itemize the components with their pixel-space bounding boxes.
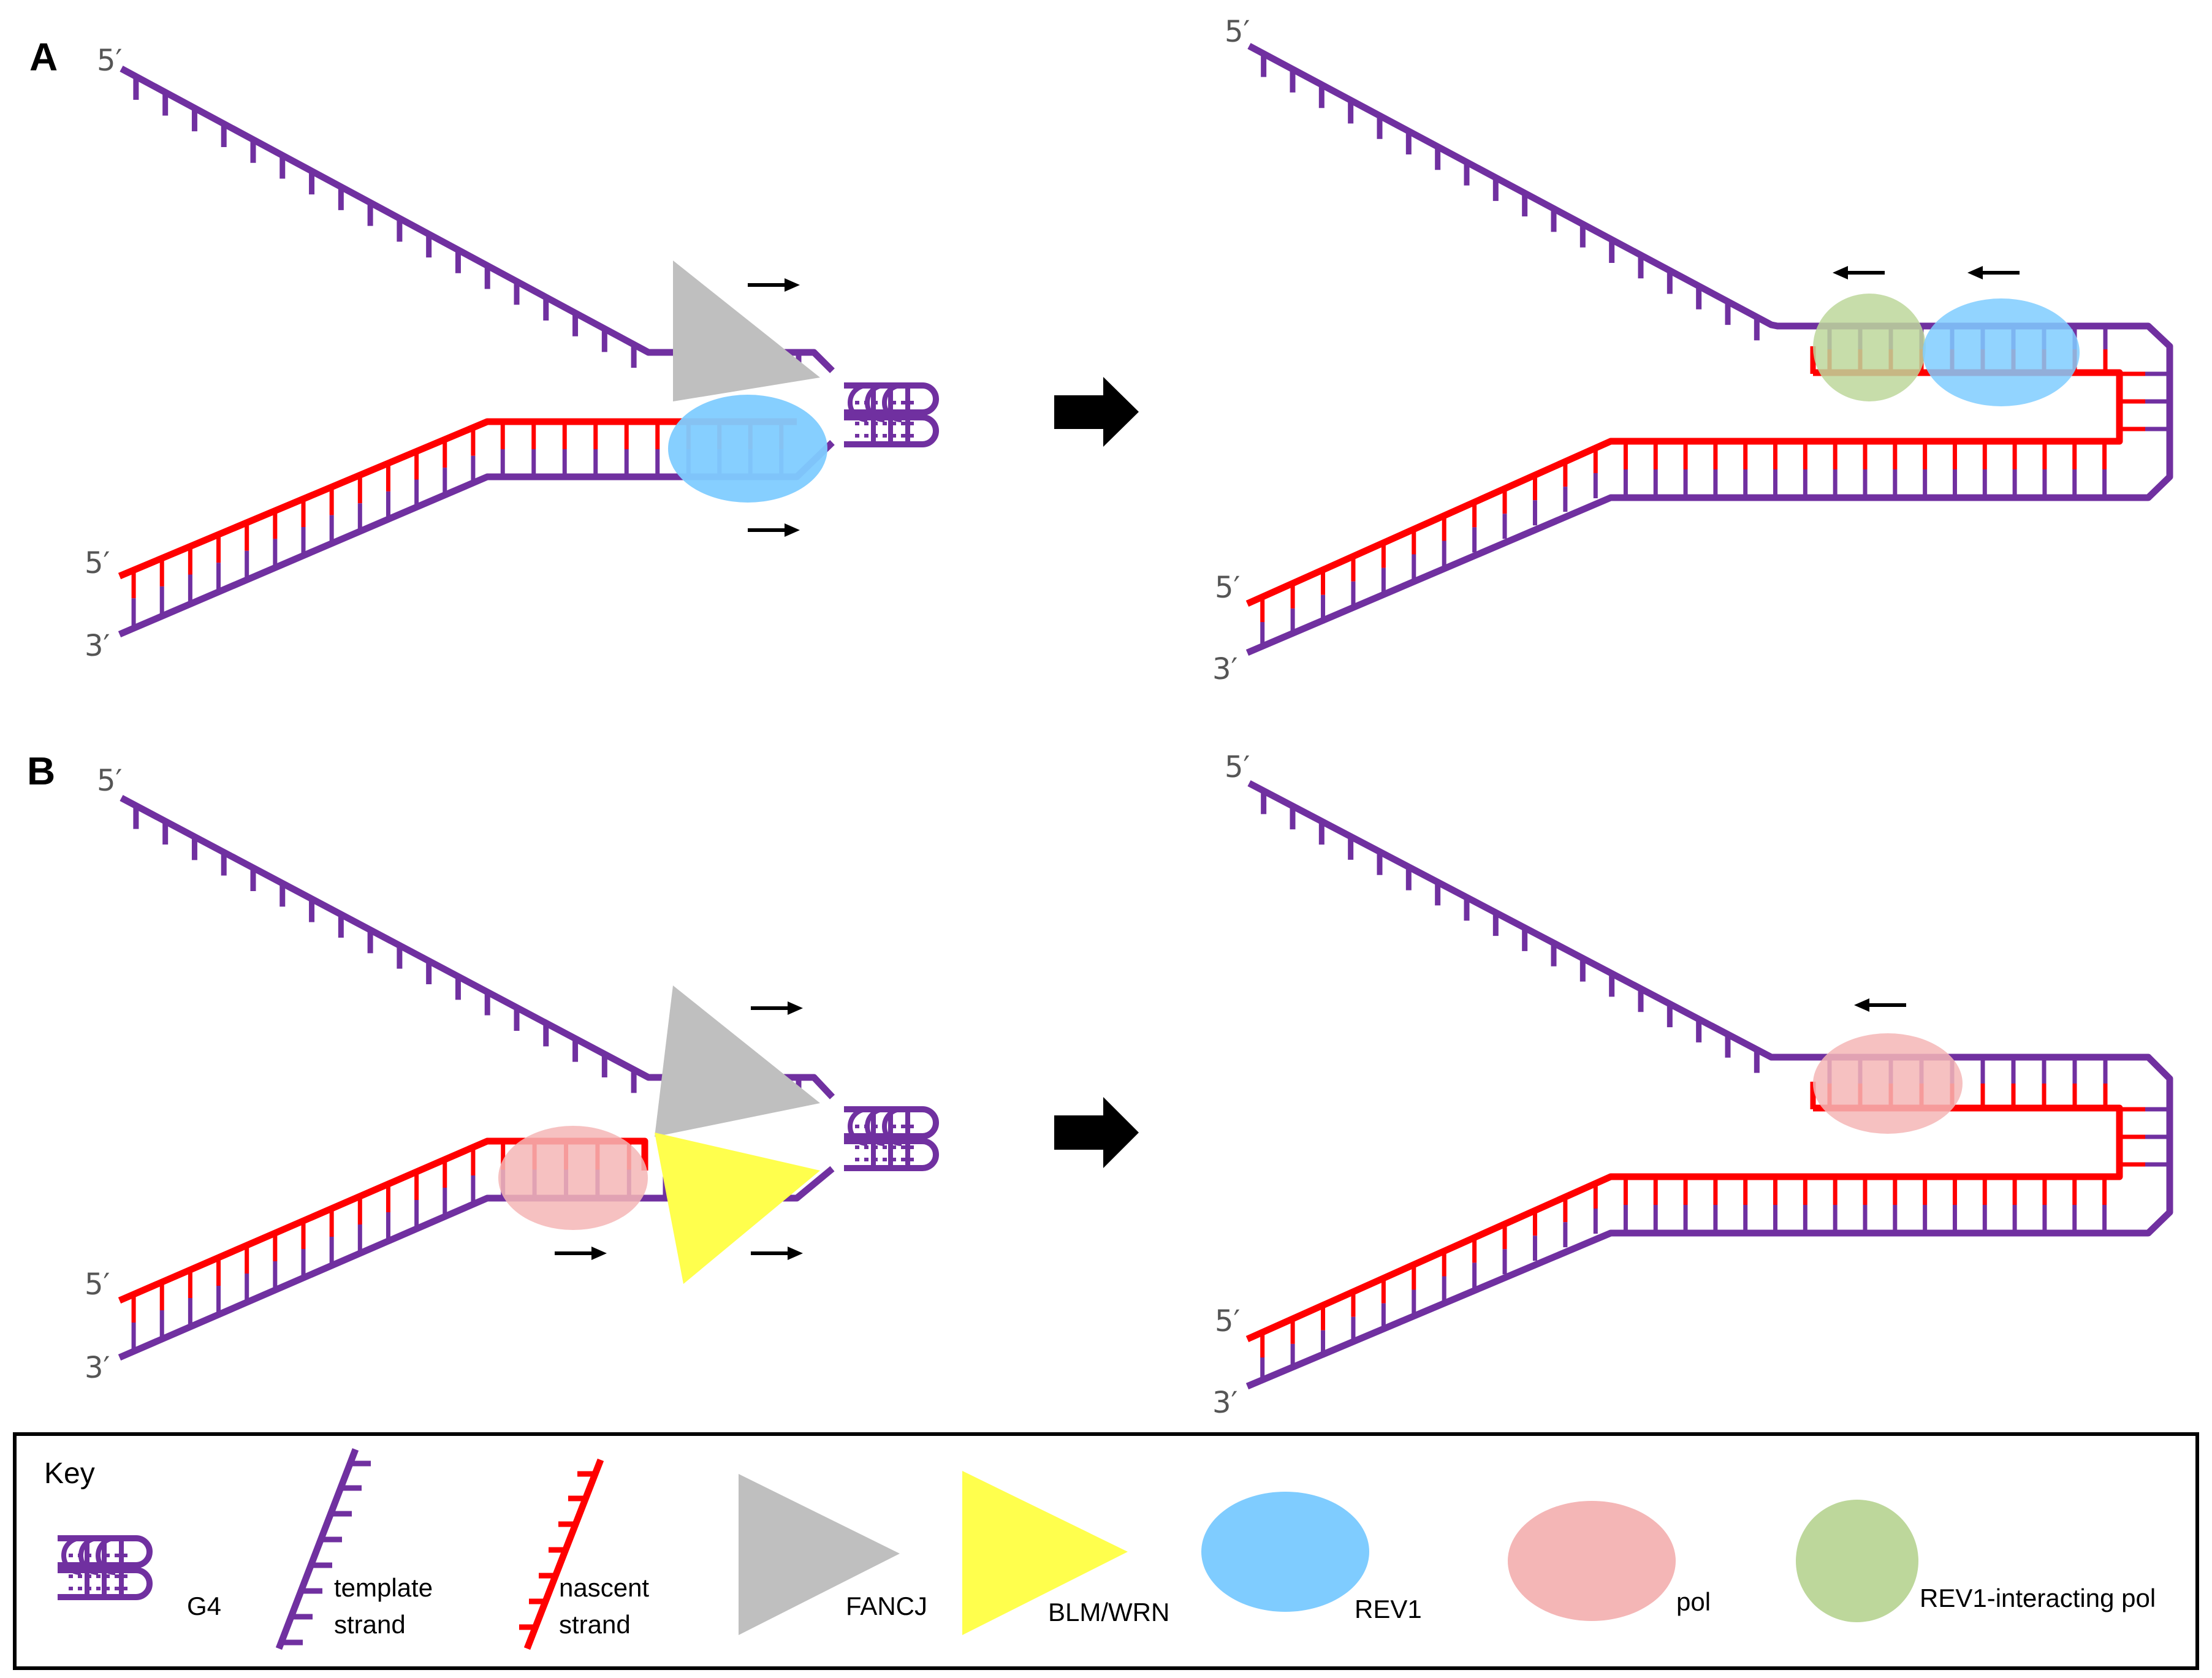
rev1-interacting-pol [1813, 294, 1926, 401]
key-label-template-2: strand [334, 1610, 406, 1639]
direction-arrow-left-2 [1967, 266, 2020, 279]
top-strand-5prime-label: 5′ [97, 44, 122, 78]
nascent-strand-reversed [1245, 369, 2123, 607]
key-template-strand-symbol [275, 1448, 371, 1650]
key-label-nascent-1: nascent [559, 1573, 649, 1602]
key-label-blm-wrn: BLM/WRN [1048, 1598, 1169, 1627]
fancj-helicase [655, 985, 820, 1137]
nascent-5prime-label: 5′ [1215, 571, 1240, 605]
base-pairs [1260, 326, 2170, 647]
key-box: Key G4 template strand nascent st [13, 1432, 2199, 1670]
g4-structure [844, 1109, 936, 1168]
key-pol-symbol [1508, 1501, 1676, 1621]
direction-arrow-top [751, 1001, 803, 1015]
template-3prime-label: 3′ [85, 629, 110, 663]
panel-b-left: B 5′ 5′ 3′ [27, 749, 936, 1385]
panel-a-right: 5′ 5′ 3′ [1212, 15, 2173, 686]
rev1-protein [668, 395, 827, 503]
top-template-bases [133, 76, 637, 368]
blm-wrn-helicase [655, 1133, 820, 1284]
nascent-strand-reversed [1245, 1104, 2123, 1343]
direction-arrow-bottom [748, 523, 800, 537]
fancj-helicase [673, 260, 820, 401]
template-3prime-label: 3′ [1212, 652, 1237, 686]
top-template-bases [1261, 791, 1760, 1073]
template-3prime-label: 3′ [85, 1351, 110, 1385]
direction-arrow-top [748, 278, 800, 292]
nascent-5prime-label: 5′ [85, 1267, 110, 1302]
panel-letter-a: A [29, 35, 58, 79]
key-label-nascent-2: strand [559, 1610, 631, 1639]
direction-arrow-bottom [751, 1247, 803, 1260]
top-template-bases [133, 805, 637, 1093]
transition-arrow-b [1054, 1097, 1139, 1168]
direction-arrow-left-1 [1833, 266, 1885, 279]
nascent-5prime-label: 5′ [85, 546, 110, 580]
direction-arrow-pol [555, 1247, 607, 1260]
pol-protein [498, 1126, 648, 1230]
panel-b-right: 5′ 5′ 3′ [1212, 750, 2173, 1420]
nascent-5prime-label: 5′ [1215, 1304, 1240, 1338]
top-strand-5prime-label: 5′ [1225, 15, 1250, 49]
panel-a-left: A 5′ 5′ 3′ [29, 35, 936, 663]
template-strand-reversed [1245, 43, 2173, 656]
key-label-template-1: template [334, 1573, 433, 1602]
key-title: Key [44, 1457, 95, 1490]
top-template-bases [1261, 53, 1760, 341]
key-rev1-interacting-pol-symbol [1796, 1500, 1918, 1622]
top-strand-5prime-label: 5′ [1225, 750, 1250, 784]
g4-structure [844, 385, 936, 444]
key-nascent-strand-symbol [519, 1459, 604, 1650]
key-label-pol: pol [1676, 1587, 1711, 1616]
panel-letter-b: B [27, 749, 55, 793]
key-rev1-symbol [1201, 1492, 1369, 1612]
template-3prime-label: 3′ [1212, 1386, 1237, 1420]
key-label-rev1: REV1 [1355, 1595, 1422, 1623]
top-strand-5prime-label: 5′ [97, 764, 122, 798]
key-label-fancj: FANCJ [846, 1592, 927, 1620]
direction-arrow-left [1854, 998, 1906, 1012]
pol-protein [1813, 1033, 1963, 1134]
key-fancj-symbol [739, 1474, 900, 1635]
transition-arrow-a [1054, 377, 1139, 447]
key-label-rev1-interacting-pol: REV1-interacting pol [1920, 1584, 2156, 1612]
key-label-g4: G4 [187, 1592, 221, 1620]
rev1-protein [1923, 298, 2080, 406]
bottom-template-strand [118, 1166, 835, 1361]
key-blm-wrn-symbol [962, 1471, 1128, 1635]
